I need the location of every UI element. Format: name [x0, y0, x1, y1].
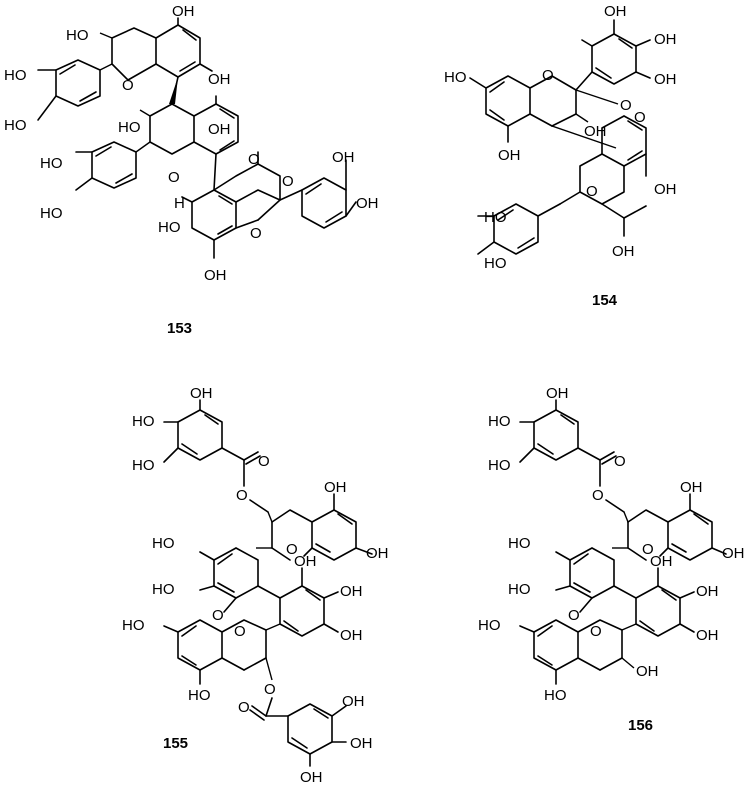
atom-label: O [568, 607, 580, 624]
atom-label: OH [342, 693, 365, 710]
atom-label: OH [612, 243, 635, 260]
atom-label: OH [356, 195, 379, 212]
atom-label: O [542, 67, 554, 84]
atom-label: HO [488, 457, 511, 474]
atom-label: HO [132, 457, 155, 474]
atom-label: O [590, 623, 602, 640]
atom-label: O [264, 681, 276, 698]
compound-156: OH HO HO O OH O OH HO O HO OH OH O OH HO… [478, 385, 745, 734]
atom-label: HO [40, 205, 63, 222]
atom-label: OH [654, 31, 677, 48]
atom-label: OH [654, 181, 677, 198]
atom-label: OH [294, 553, 317, 570]
atom-label: OH [680, 479, 703, 496]
atom-label: O [592, 487, 604, 504]
atom-label: HO [4, 117, 27, 134]
atom-label: OH [208, 121, 231, 138]
atom-label: HO [188, 687, 211, 704]
atom-label: OH [722, 545, 745, 562]
atom-label: OH [324, 479, 347, 496]
atom-label: OH [584, 123, 607, 140]
atom-label: OH [208, 71, 231, 88]
atom-label: O [212, 607, 224, 624]
atom-label: O [634, 109, 646, 126]
compound-number: 156 [628, 717, 653, 734]
atom-label: OH [204, 267, 227, 284]
compound-154: OH OH OH HO O O O OH OH O OH HO HO OH 15… [444, 3, 677, 309]
atom-label: HO [152, 535, 175, 552]
atom-label: O [586, 183, 598, 200]
compound-155: OH HO HO O OH O OH HO O HO OH OH O OH HO… [122, 385, 389, 786]
atom-label: O [258, 453, 270, 470]
atom-label: HO [544, 687, 567, 704]
atom-label: HO [132, 413, 155, 430]
atom-label: HO [158, 219, 181, 236]
atom-label: HO [118, 119, 141, 136]
atom-label: OH [172, 3, 195, 20]
atom-label: OH [340, 627, 363, 644]
atom-label: HO [478, 617, 501, 634]
atom-label: OH [546, 385, 569, 402]
atom-label: HO [66, 27, 89, 44]
compound-number: 155 [163, 735, 188, 752]
atom-label: OH [332, 149, 355, 166]
atom-label: HO [444, 69, 467, 86]
atom-label: H [174, 195, 185, 212]
atom-label: OH [604, 3, 627, 20]
atom-label: O [250, 225, 262, 242]
atom-label: O [614, 453, 626, 470]
atom-label: O [236, 487, 248, 504]
atom-label: HO [40, 155, 63, 172]
atom-label: OH [190, 385, 213, 402]
atom-label: O [122, 77, 134, 94]
compound-number: 154 [592, 292, 618, 309]
atom-label: HO [508, 581, 531, 598]
atom-label: HO [152, 581, 175, 598]
atom-label: OH [650, 553, 673, 570]
atom-label: OH [366, 545, 389, 562]
atom-label: O [282, 173, 294, 190]
atom-label: O [234, 623, 246, 640]
atom-label: OH [350, 735, 373, 752]
atom-label: OH [654, 71, 677, 88]
atom-label: OH [300, 769, 323, 786]
atom-label: OH [498, 147, 521, 164]
atom-label: OH [696, 583, 719, 600]
atom-label: OH [340, 583, 363, 600]
atom-label: O [642, 541, 654, 558]
atom-label: HO [508, 535, 531, 552]
atom-label: HO [484, 255, 507, 272]
atom-label: O [286, 541, 298, 558]
atom-label: O [238, 699, 250, 716]
atom-label: HO [484, 209, 507, 226]
atom-label: O [168, 169, 180, 186]
atom-label: OH [636, 663, 659, 680]
atom-label: O [248, 151, 260, 168]
compound-number: 153 [167, 320, 192, 337]
atom-label: OH [696, 627, 719, 644]
atom-label: HO [122, 617, 145, 634]
atom-label: HO [4, 67, 27, 84]
atom-label: HO [488, 413, 511, 430]
compound-153: HO HO HO OH O OH HO OH O HO HO O O H OH … [4, 3, 379, 337]
atom-label: O [620, 97, 632, 114]
